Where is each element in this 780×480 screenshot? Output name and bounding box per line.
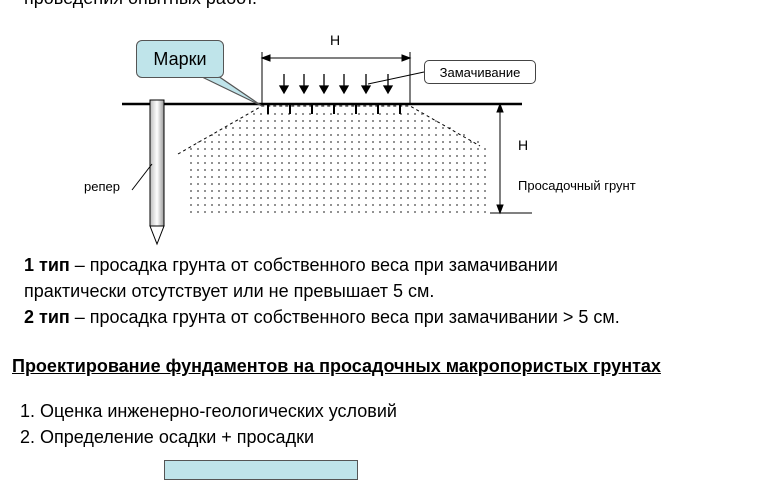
bottom-teal-box <box>164 460 358 480</box>
soaking-label: Замачивание <box>439 64 521 80</box>
marks-callout: Марки <box>136 40 224 78</box>
type-1-text: – просадка грунта от собственного веса п… <box>69 255 558 275</box>
step-1: 1. Оценка инженерно-геологических услови… <box>20 401 397 421</box>
soaking-leader <box>367 71 425 85</box>
soaking-label-box: Замачивание <box>424 60 536 84</box>
benchmark-leader <box>131 163 153 191</box>
marks-callout-label: Марки <box>153 48 207 69</box>
depth-label: H <box>518 137 529 153</box>
wetting-zone-outline <box>177 105 481 155</box>
section-heading: Проектирование фундаментов на просадочны… <box>12 356 661 376</box>
step-2: 2. Определение осадки + просадки <box>20 427 315 447</box>
soaking-arrows <box>278 74 394 95</box>
top-partial-text: проведения опытных работ. <box>24 0 257 9</box>
depth-dimension <box>490 102 532 215</box>
benchmark-label: репер <box>84 179 120 194</box>
settlement-diagram <box>122 52 532 246</box>
subsidence-soil-region <box>190 108 490 213</box>
soil-label: Просадочный грунт <box>518 178 636 193</box>
type-2-text: – просадка грунта от собственного веса п… <box>69 307 620 327</box>
width-label: H <box>330 32 341 48</box>
width-dimension <box>260 52 412 104</box>
type-2-line: 2 тип – просадка грунта от собственного … <box>24 307 620 328</box>
type-2-name: 2 тип <box>24 307 70 327</box>
type-1-line: 1 тип – просадка грунта от собственного … <box>24 255 558 276</box>
callout-pointer <box>199 75 263 107</box>
type-1-name: 1 тип <box>24 255 70 275</box>
type-1-continuation: практически отсутствует или не превышает… <box>24 281 435 301</box>
survey-marks <box>267 104 401 114</box>
benchmark-rod <box>149 99 165 246</box>
